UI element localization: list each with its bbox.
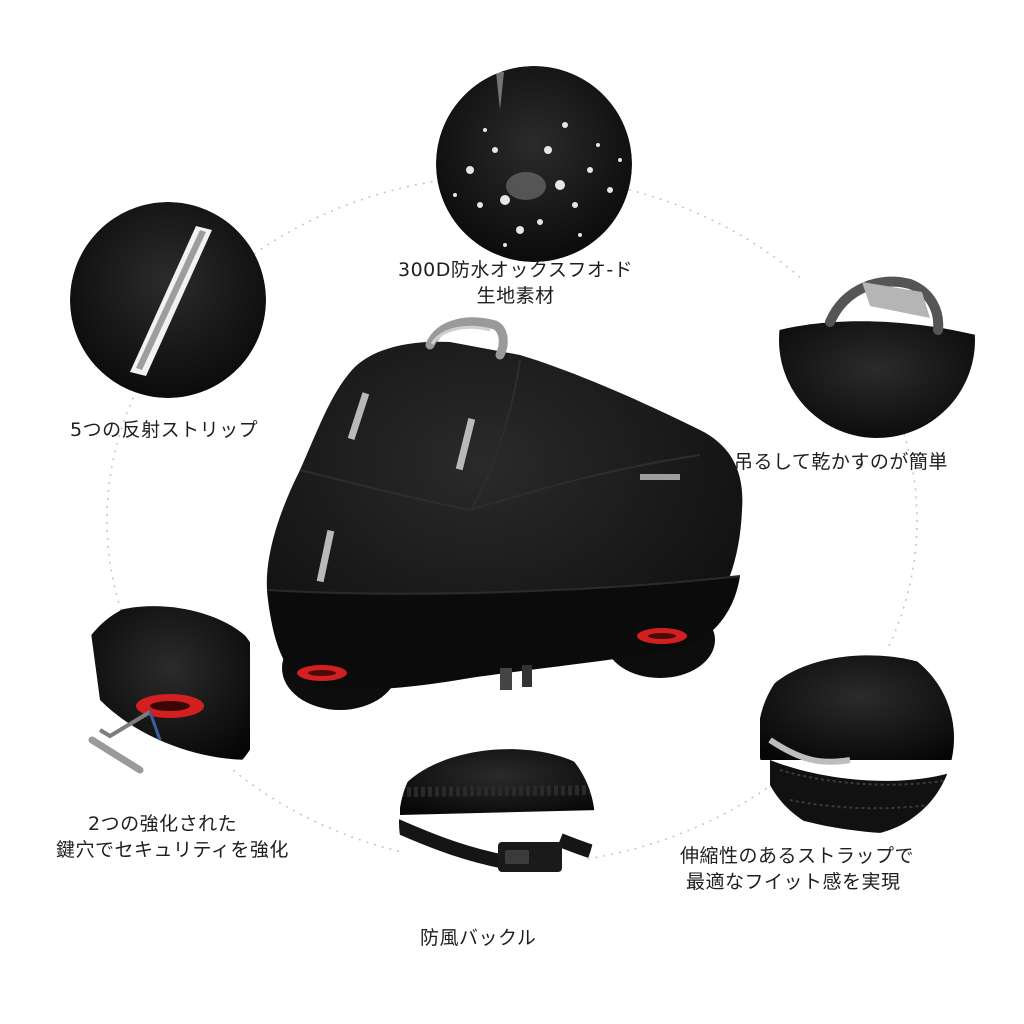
label-lock-line1: 2つの強化された bbox=[88, 813, 238, 835]
label-elastic-line2: 最適なフイット感を実現 bbox=[686, 870, 901, 893]
reflective-strip-detail bbox=[70, 202, 266, 398]
handle-detail bbox=[779, 242, 975, 438]
label-buckle: 防風バックル bbox=[420, 926, 536, 952]
label-handle-line1: 吊るして乾かすのが簡単 bbox=[734, 451, 948, 473]
waterproof-detail bbox=[436, 66, 632, 262]
label-handle: 吊るして乾かすのが簡単 bbox=[734, 450, 948, 476]
label-waterproof-line2: 生地素材 bbox=[476, 284, 555, 307]
label-reflective: 5つの反射ストリップ bbox=[70, 418, 258, 444]
buckle-detail bbox=[399, 724, 595, 920]
motorcycle-cover bbox=[266, 317, 743, 710]
label-waterproof-line1: 300D防水オックスフオ-ド bbox=[398, 259, 634, 281]
label-lock: 2つの強化された 鍵穴でセキュリティを強化 bbox=[56, 812, 289, 863]
label-elastic: 伸縮性のあるストラップで 最適なフイット感を実現 bbox=[680, 844, 914, 895]
elastic-hem-detail bbox=[758, 640, 954, 836]
label-elastic-line1: 伸縮性のあるストラップで bbox=[680, 845, 915, 867]
label-waterproof: 300D防水オックスフオ-ド 生地素材 bbox=[398, 258, 633, 309]
label-reflective-line1: 5つの反射ストリップ bbox=[70, 419, 259, 441]
lock-hole-detail bbox=[70, 598, 266, 794]
label-lock-line2: 鍵穴でセキュリティを強化 bbox=[56, 838, 289, 861]
label-buckle-line1: 防風バックル bbox=[420, 927, 537, 949]
